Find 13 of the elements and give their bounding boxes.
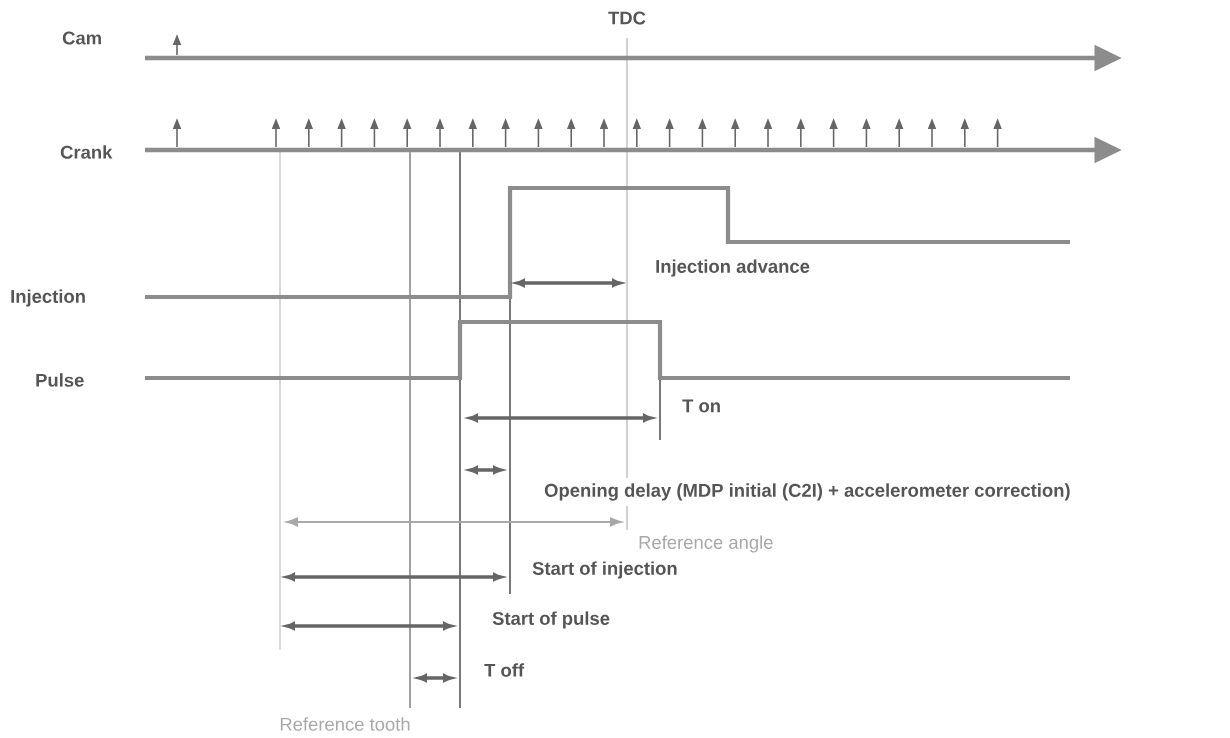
dimension-label: Reference tooth [280,717,410,731]
dimension-label: T on [682,399,720,413]
dimension-label: Reference angle [639,535,773,553]
dimension-label: T off [484,663,525,677]
signal-label: Cam [62,31,101,45]
dimension-label: Start of pulse [492,611,610,629]
signal-label: Pulse [36,373,84,387]
dimension-label: Opening delay (MDP initial (C2I) + accelerometer correction) [544,483,1070,501]
dimension-label: Injection advance [656,259,810,277]
dimension-label: Start of injection [532,561,677,579]
signal-label: Injection [11,289,85,307]
signal-label: Crank [60,145,113,159]
marker-label: TDC [608,11,646,25]
